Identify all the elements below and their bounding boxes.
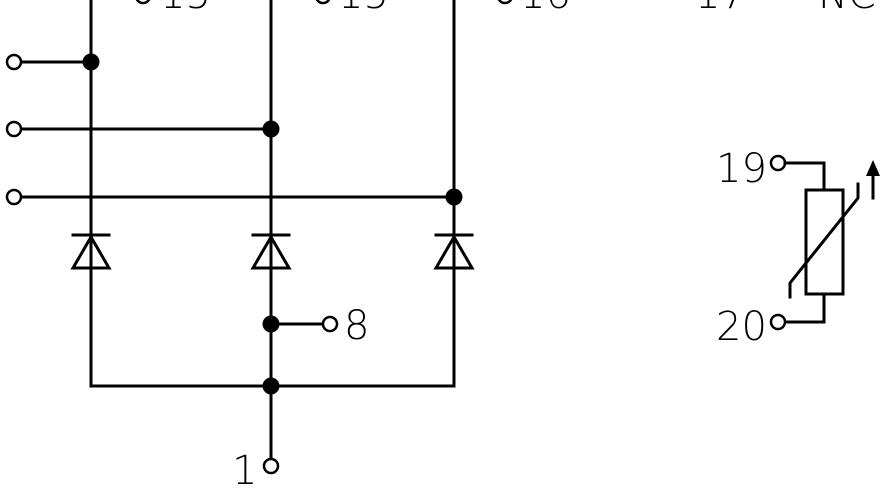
temperature-arrow-icon [866,160,880,200]
diode-icon [433,233,475,270]
top-terminal-1[interactable] [135,0,151,5]
thermistor: 19 20 [716,146,880,350]
input-terminal-1[interactable] [5,53,23,71]
top-label-3: 16 [520,0,571,18]
thermistor-20-terminal[interactable] [769,313,787,331]
input-lines [5,53,463,206]
junction-dot [262,120,280,138]
input-terminal-2[interactable] [5,120,23,138]
thermistor-20-label: 20 [716,304,767,350]
junction-dot [82,53,100,71]
output-8-terminal[interactable] [321,315,339,333]
thermistor-19-terminal[interactable] [769,154,787,172]
thermistor-wire-bottom [783,292,826,324]
diode-icon [250,233,292,270]
input-terminal-3[interactable] [5,188,23,206]
top-terminal-3[interactable] [497,0,513,5]
top-label-5: NC [818,0,876,18]
diode-icon [70,233,112,270]
diodes [70,233,475,270]
thermistor-19-label: 19 [716,146,767,192]
top-label-1: 15 [160,0,211,18]
top-terminal-2[interactable] [315,0,331,5]
top-terminal-labels: 15 15 16 17 NC [135,0,876,18]
junction-dot [445,188,463,206]
output-8-label: 8 [344,303,369,349]
top-label-2: 15 [338,0,389,18]
thermistor-slash-icon [788,182,860,299]
top-label-4: 17 [695,0,746,18]
output-1-label: 1 [232,448,257,494]
thermistor-wire-top [783,161,826,192]
output-1-terminal[interactable] [262,457,280,475]
